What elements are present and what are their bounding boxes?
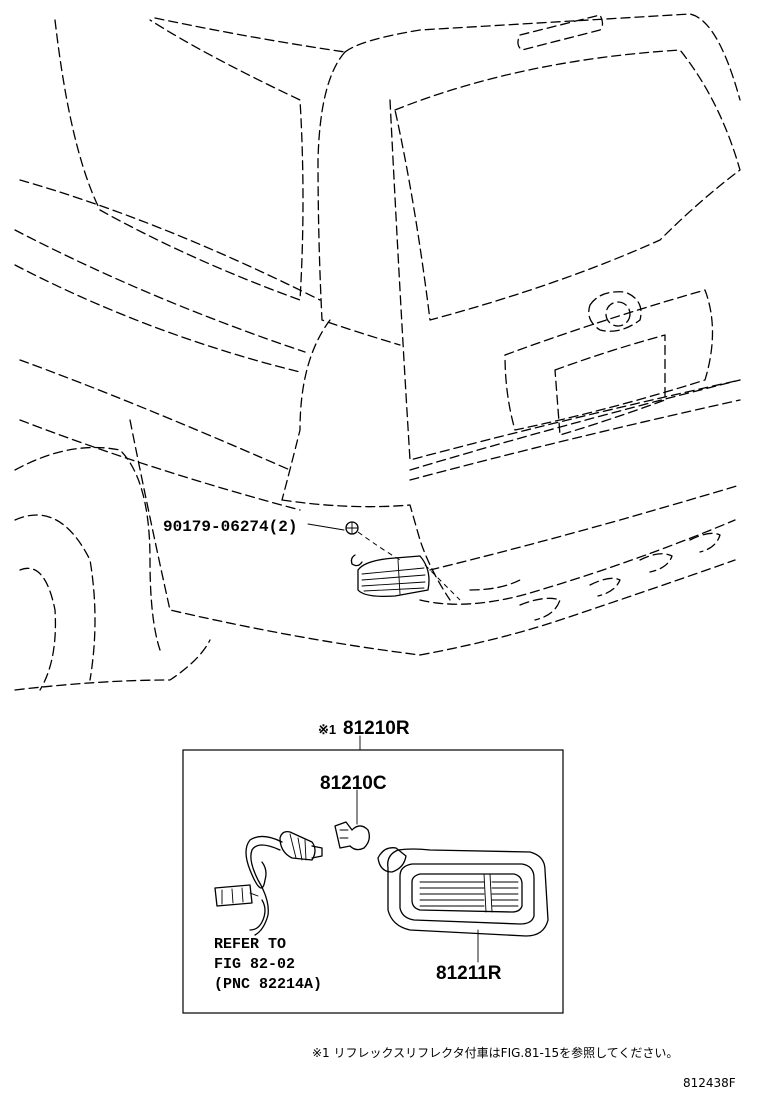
side-reflector-lens (377, 847, 549, 937)
bulb-part-number: 81210C (320, 773, 387, 794)
vehicle-rear-outline (14, 13, 741, 691)
socket-and-wire-harness (214, 830, 323, 936)
exploded-view-frame (182, 749, 564, 1014)
retainer-clip (345, 521, 359, 535)
refer-note-line2: FIG 82-02 (214, 956, 295, 973)
figure-id: 812438F (683, 1076, 736, 1090)
wedge-bulb (334, 821, 370, 851)
refer-note-line3: (PNC 82214A) (214, 976, 322, 993)
retainer-install-path (357, 531, 401, 561)
footnote: ※1 リフレックスリフレクタ付車はFIG.81-15を参照してください。 (312, 1045, 678, 1060)
refer-note-line1: REFER TO (214, 936, 286, 953)
reflector-part-number: 81211R (436, 963, 502, 984)
retainer-leader (307, 523, 345, 531)
assembly-mark: ※1 (318, 722, 336, 737)
retainer-part-number: 90179-06274(2) (163, 518, 297, 536)
assembly-part-number: 81210R (343, 718, 410, 739)
installed-reflector-lamp (350, 554, 430, 598)
